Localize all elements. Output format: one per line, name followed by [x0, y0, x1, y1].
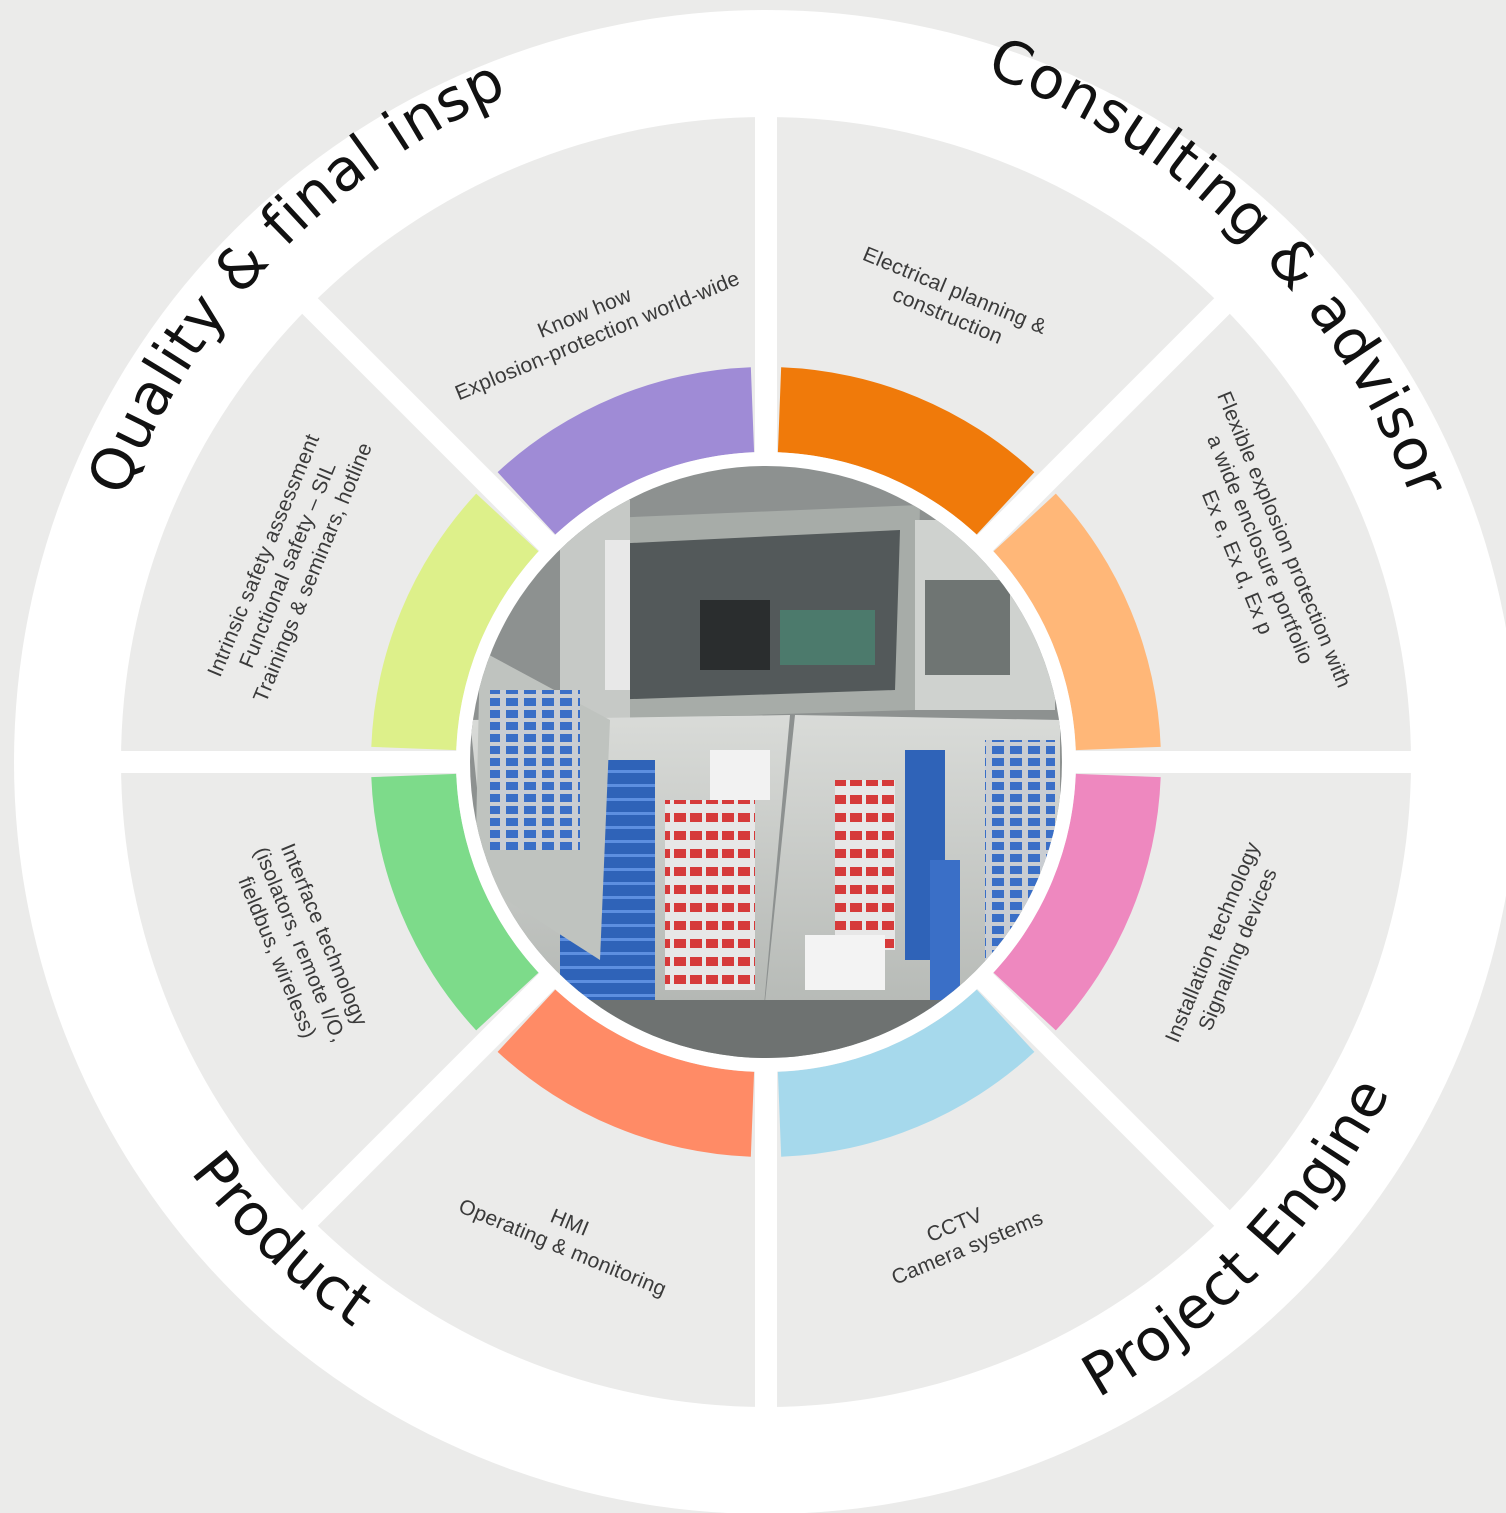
sector-separators: [106, 102, 1426, 1422]
separator-line: [970, 287, 1241, 558]
ring-arc-intrinsic-safety: [371, 493, 539, 751]
ring-arc-hmi: [497, 989, 755, 1157]
ring-arc-electrical-planning: [777, 367, 1035, 535]
ring-arc-flexible-explosion-protection: [993, 493, 1161, 751]
ring-arc-installation-technology: [993, 773, 1161, 1031]
ring-arc-know-how: [497, 367, 755, 535]
colored-ring: [371, 367, 1161, 1157]
ring-arc-cctv: [777, 989, 1035, 1157]
separator-line: [291, 287, 562, 558]
separator-line: [291, 966, 562, 1237]
ring-arc-interface-technology: [371, 773, 539, 1031]
center-photo: [470, 466, 1062, 1058]
separator-line: [970, 966, 1241, 1237]
